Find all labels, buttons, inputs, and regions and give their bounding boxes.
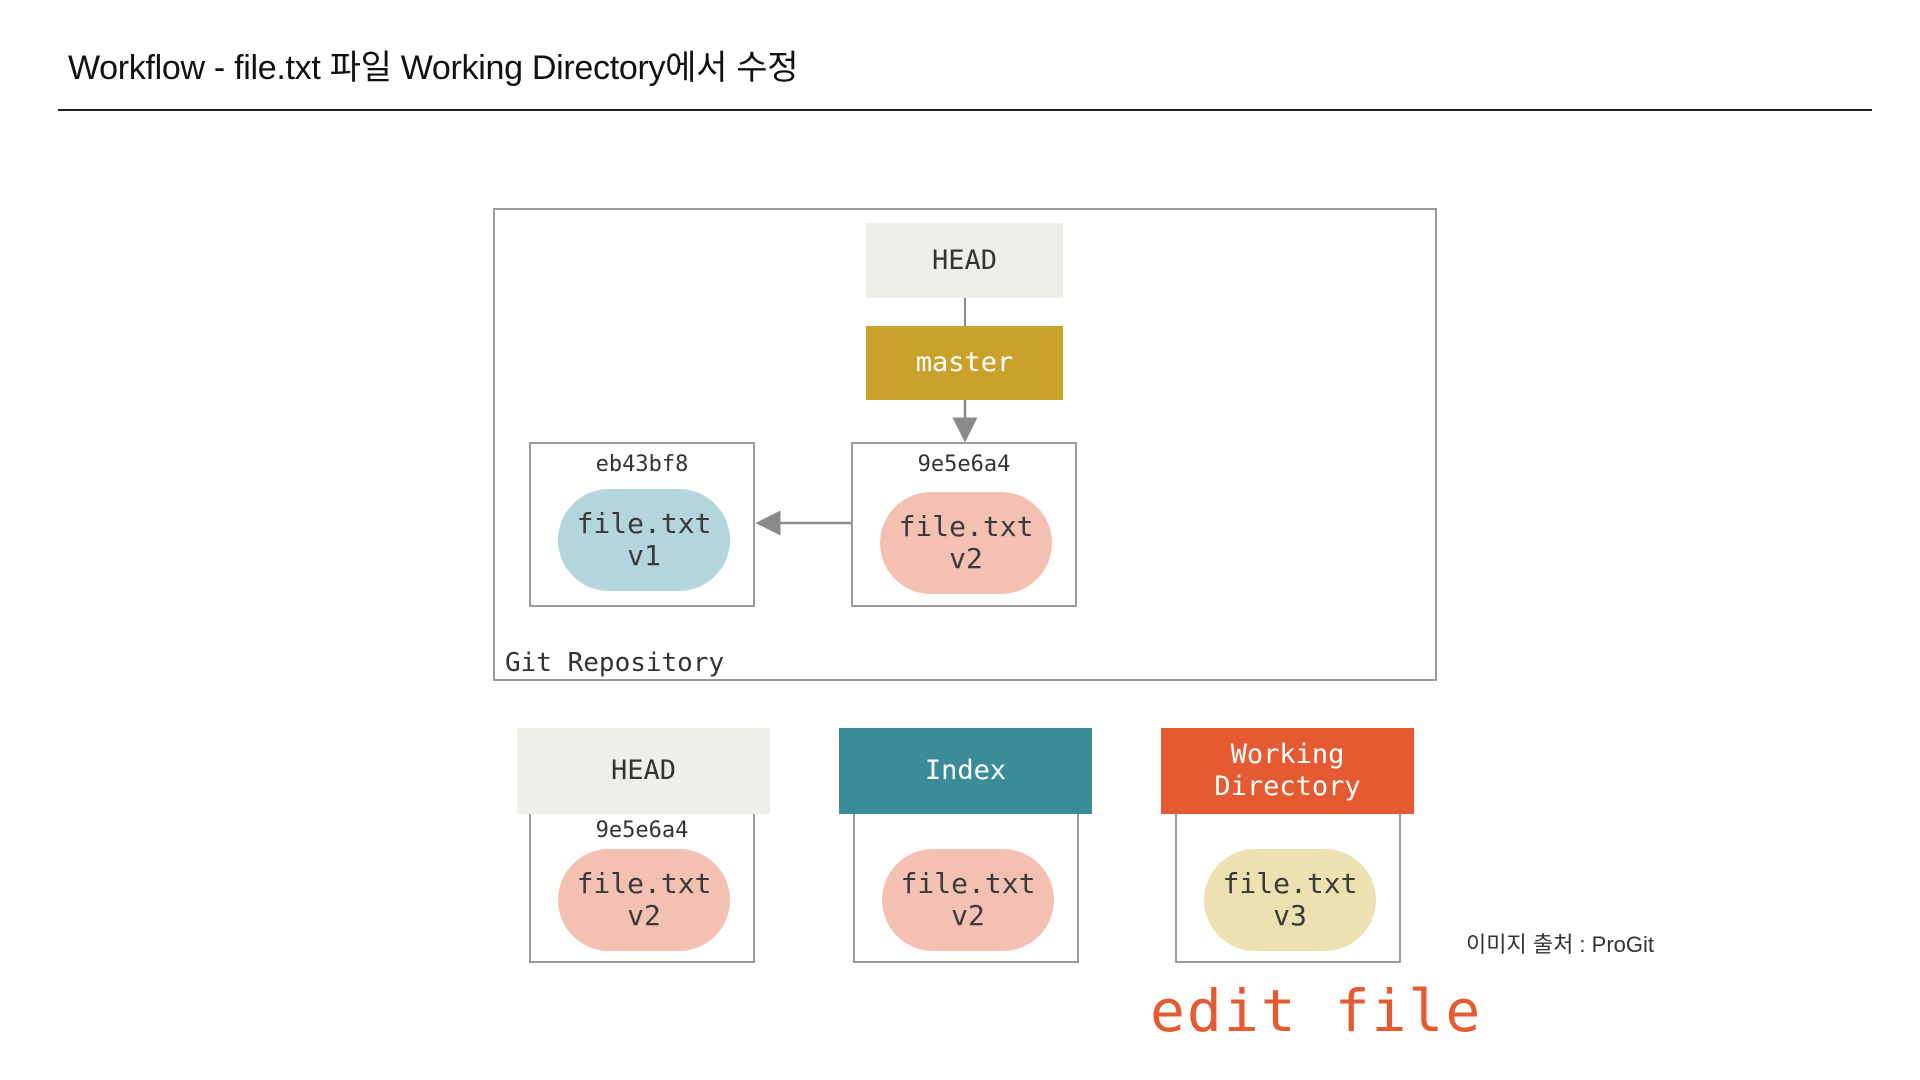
head-file-blob: file.txt v2 — [558, 849, 730, 951]
file-blob-v2: file.txt v2 — [880, 492, 1052, 594]
index-tree-box: file.txt v2 — [853, 810, 1079, 963]
head-tree-box: 9e5e6a4 file.txt v2 — [529, 810, 755, 963]
file-version: v2 — [949, 542, 983, 575]
file-version: v1 — [627, 539, 661, 572]
commit-hash: 9e5e6a4 — [917, 452, 1011, 477]
commit-box-eb43bf8: eb43bf8 file.txt v1 — [529, 442, 755, 607]
master-branch-ref: master — [866, 326, 1063, 400]
page-title: Workflow - file.txt 파일 Working Directory… — [68, 49, 799, 87]
repo-head-ref: HEAD — [866, 223, 1063, 298]
working-directory-tree-box: file.txt v3 — [1175, 810, 1401, 963]
working-directory-tree-header: Working Directory — [1161, 728, 1414, 814]
title-divider — [58, 109, 1872, 111]
file-version: v2 — [951, 899, 985, 932]
image-source-caption: 이미지 출처 : ProGit — [1466, 932, 1654, 957]
file-version: v3 — [1273, 899, 1307, 932]
file-name: file.txt — [576, 507, 712, 540]
head-tree-header: HEAD — [517, 728, 770, 814]
file-blob-v1: file.txt v1 — [558, 489, 730, 591]
commit-hash: eb43bf8 — [595, 452, 689, 477]
commit-box-9e5e6a4: 9e5e6a4 file.txt v2 — [851, 442, 1077, 607]
file-name: file.txt — [576, 867, 712, 900]
file-version: v2 — [627, 899, 661, 932]
file-name: file.txt — [1222, 867, 1358, 900]
file-name: file.txt — [900, 867, 1036, 900]
index-file-blob: file.txt v2 — [882, 849, 1054, 951]
working-directory-file-blob: file.txt v3 — [1204, 849, 1376, 951]
index-tree-header: Index — [839, 728, 1092, 814]
git-repository-frame — [493, 208, 1437, 681]
head-commit-hash: 9e5e6a4 — [595, 818, 689, 843]
edit-file-label: edit file — [1150, 977, 1483, 1045]
file-name: file.txt — [898, 510, 1034, 543]
git-repository-label: Git Repository — [505, 648, 725, 678]
